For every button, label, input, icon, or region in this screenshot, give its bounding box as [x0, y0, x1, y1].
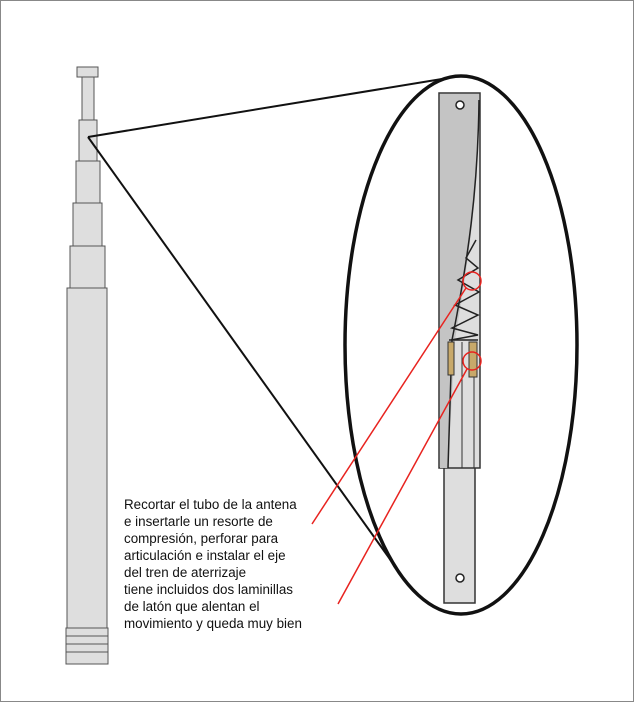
spring-callout-circle — [462, 271, 482, 291]
zoom-lines — [87, 77, 449, 563]
brass-callout-line — [337, 368, 468, 605]
pivot-hole-top — [455, 100, 465, 110]
brass-callout-circle — [462, 351, 482, 371]
brass-strip-left — [447, 341, 455, 376]
telescopic-antenna — [65, 66, 109, 665]
brass-strip-right — [468, 341, 478, 378]
caption-line: tiene incluidos dos laminillas — [124, 582, 293, 597]
antenna-base-grip — [65, 627, 109, 665]
instruction-caption: Recortar el tubo de la antena e insertar… — [124, 496, 302, 632]
spring-callout-line — [311, 287, 467, 525]
caption-line: e insertarle un resorte de — [124, 514, 273, 529]
hinge-detail — [438, 92, 481, 604]
caption-line: Recortar el tubo de la antena — [124, 497, 297, 512]
compression-spring — [449, 239, 481, 341]
caption-line: articulación e instalar el eje — [124, 548, 286, 563]
pivot-hole-bottom — [455, 573, 465, 583]
caption-line: de latón que alentan el — [124, 599, 260, 614]
caption-line: del tren de aterrizaje — [124, 565, 247, 580]
caption-line: compresión, perforar para — [124, 531, 279, 546]
caption-line: movimiento y queda muy bien — [124, 616, 302, 631]
callouts — [311, 271, 482, 605]
